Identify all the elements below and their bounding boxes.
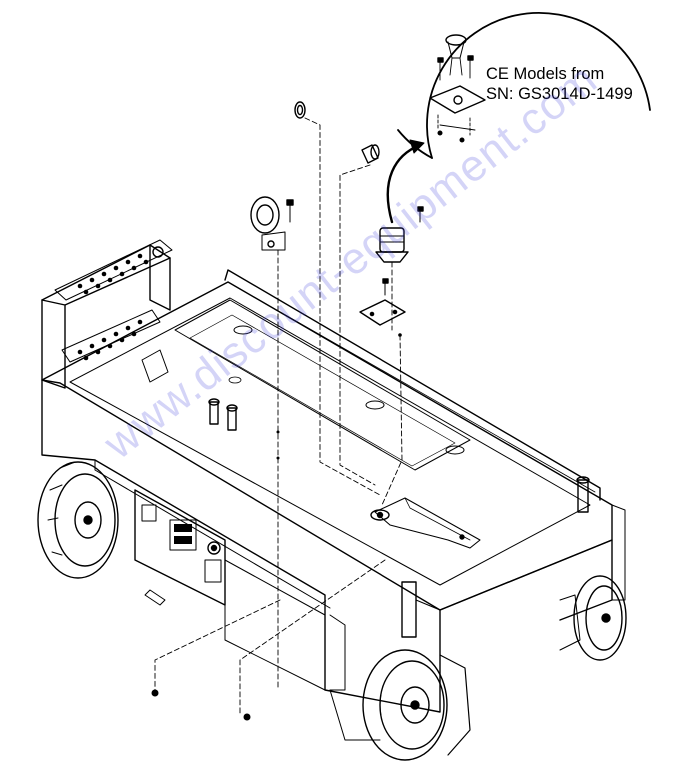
chassis [41,269,626,741]
wheel-front-left [37,461,119,579]
horn-assembly [250,196,294,251]
callout-arrow [386,139,425,224]
callout-label: CE Models from SN: GS3014D-1499 [486,64,633,104]
deck-posts [141,349,590,651]
ladder [41,239,173,389]
fasteners [151,333,402,721]
step-tread-holes [77,253,149,361]
bushing [361,144,380,164]
ring-seal [294,101,306,119]
callout-line-2: SN: GS3014D-1499 [486,85,633,103]
assembly-lines [154,117,403,716]
beacon-light [375,206,424,263]
callout-line-1: CE Models from [486,65,605,83]
wheel-front-right [362,649,471,761]
beacon-mount-plate [359,278,406,326]
mounting-bracket [370,497,481,549]
wheel-rear-right [559,575,627,661]
